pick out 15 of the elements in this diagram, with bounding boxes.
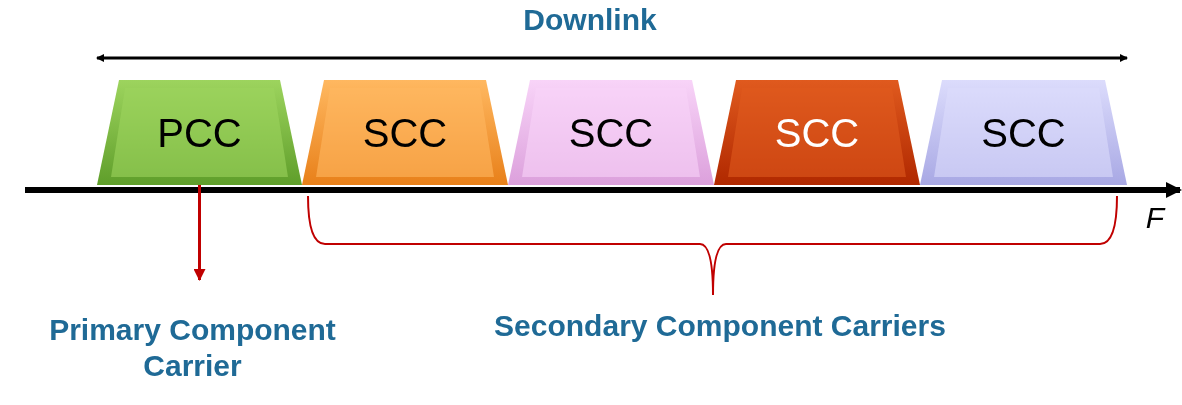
carrier-label: SCC xyxy=(362,110,448,155)
carrier-label: SCC xyxy=(568,110,654,155)
carrier-block xyxy=(302,80,508,185)
carrier-label: PCC xyxy=(157,110,242,155)
title-label: Downlink xyxy=(522,2,658,38)
carrier-block xyxy=(920,80,1127,185)
carrier-block xyxy=(714,80,920,185)
axis-label: F xyxy=(1144,200,1167,236)
carrier-caption: Primary Component Carrier xyxy=(15,312,370,402)
caption-label: Secondary Component Carriers xyxy=(493,308,947,344)
carrier-label: SCC xyxy=(774,110,860,155)
arrow xyxy=(193,185,206,281)
carrier-block xyxy=(508,80,714,185)
carrier-label: SCC xyxy=(981,110,1066,155)
carrier-block xyxy=(97,80,302,185)
